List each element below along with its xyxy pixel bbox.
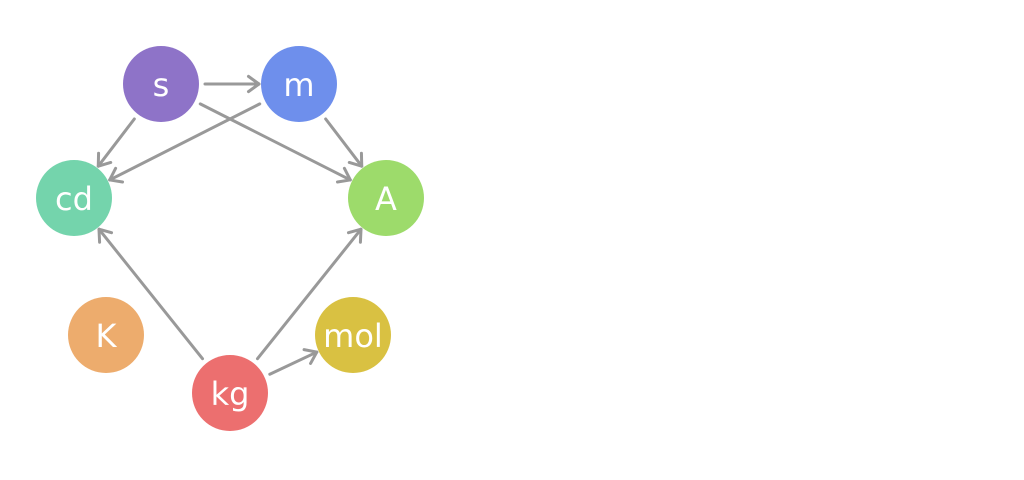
edge-s-to-A <box>198 102 352 184</box>
node-A: A <box>348 160 424 236</box>
arrowhead <box>246 74 261 94</box>
edge-s-to-m <box>203 74 261 94</box>
edge-m-to-cd <box>108 102 262 184</box>
node-mol: mol <box>315 297 391 373</box>
node-label: A <box>375 180 397 218</box>
node-label: kg <box>211 375 250 413</box>
edge-line <box>198 102 352 182</box>
edge-m-to-A <box>324 117 364 168</box>
edge-kg-to-cd <box>97 227 205 361</box>
arrowhead <box>108 166 125 184</box>
node-circle <box>315 297 391 373</box>
node-circle <box>123 46 199 122</box>
arrowhead <box>347 151 364 168</box>
edge-kg-to-A <box>255 227 363 361</box>
edge-line <box>97 227 205 361</box>
arrowhead <box>346 227 363 244</box>
node-label: cd <box>55 180 93 218</box>
edge-line <box>108 102 262 182</box>
node-label: s <box>153 66 170 104</box>
edge-kg-to-mol <box>268 348 319 376</box>
arrowhead <box>96 151 113 168</box>
arrowhead <box>335 166 352 184</box>
node-circle <box>36 160 112 236</box>
node-m: m <box>261 46 337 122</box>
node-kg: kg <box>192 355 268 431</box>
node-circle <box>348 160 424 236</box>
node-label: mol <box>323 317 383 355</box>
node-label: K <box>96 317 118 355</box>
edge-line <box>268 350 319 376</box>
node-circle <box>261 46 337 122</box>
edge-line <box>96 117 136 168</box>
node-K: K <box>68 297 144 373</box>
edge-line <box>255 227 363 361</box>
arrowhead <box>97 227 114 244</box>
arrowhead <box>302 348 319 365</box>
edge-s-to-cd <box>96 117 136 168</box>
edge-line <box>324 117 364 168</box>
node-label: m <box>283 66 314 104</box>
node-cd: cd <box>36 160 112 236</box>
node-circle <box>68 297 144 373</box>
node-circle <box>192 355 268 431</box>
node-s: s <box>123 46 199 122</box>
edges-layer <box>96 74 364 376</box>
